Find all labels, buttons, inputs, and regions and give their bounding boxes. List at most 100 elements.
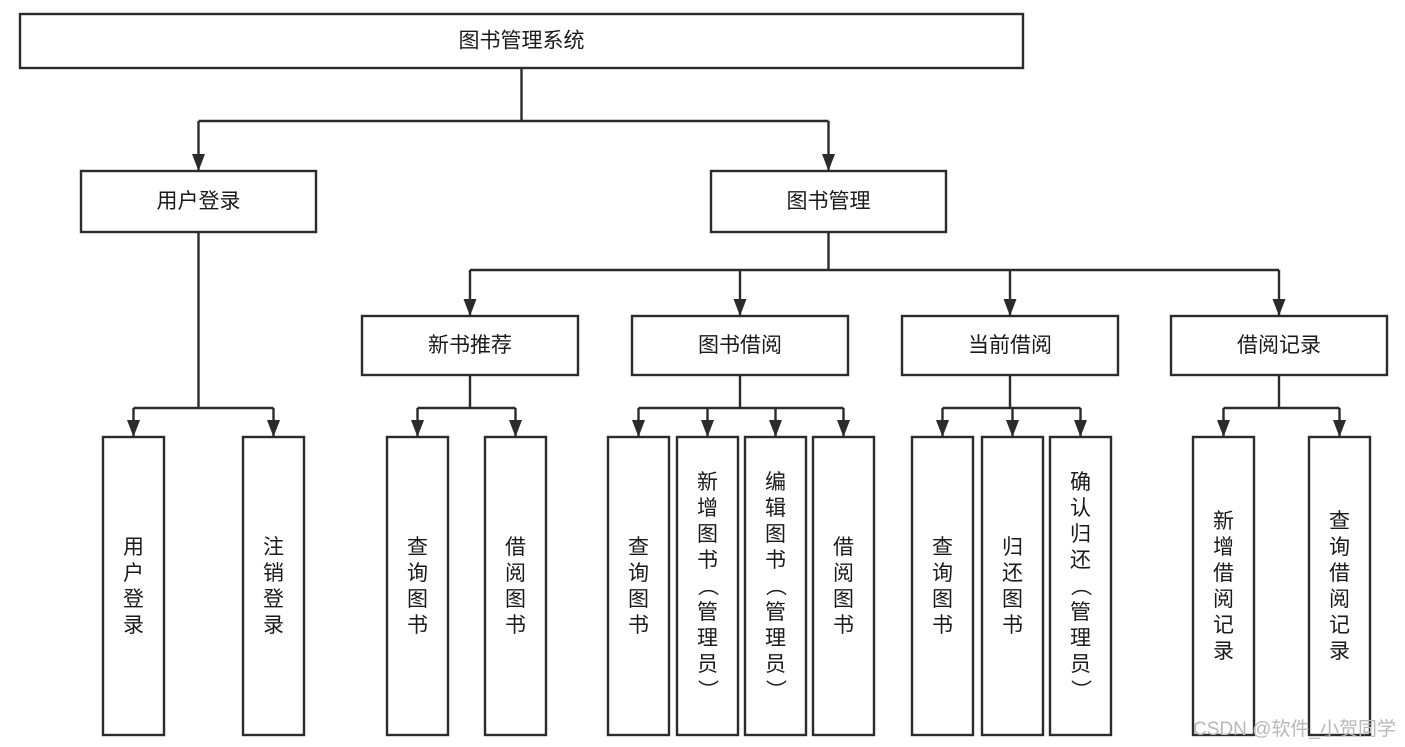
node-label-char-leaf-confirm-return-admin-1: 认 xyxy=(1070,497,1091,520)
connector-group-new-book-recommend xyxy=(411,375,522,437)
node-box-book-management[interactable] xyxy=(709,169,948,234)
node-label-char-leaf-confirm-return-admin-7: 员 xyxy=(1070,653,1091,676)
node-label-char-leaf-confirm-return-admin-5: 管 xyxy=(1070,601,1091,624)
node-box-leaf-query-book-borrow[interactable] xyxy=(606,435,671,737)
node-label-char-leaf-confirm-return-admin-4: （ xyxy=(1069,575,1092,596)
arrow-head-edge-user-login-to-leaf-logout-login xyxy=(267,420,280,437)
connector-group-root xyxy=(192,68,835,171)
node-box-book-borrow[interactable] xyxy=(630,314,850,377)
arrow-head-edge-root-to-user-login xyxy=(192,154,205,171)
arrow-head-edge-book-management-to-borrow-record xyxy=(1272,299,1286,316)
arrow-head-edge-root-to-book-management xyxy=(822,154,835,171)
node-box-leaf-logout-login[interactable] xyxy=(241,435,306,737)
node-label-char-leaf-user-login-1: 户 xyxy=(123,562,144,585)
node-box-root[interactable] xyxy=(18,12,1025,70)
node-box-leaf-confirm-return-admin[interactable] xyxy=(1048,435,1113,737)
node-label-char-leaf-borrow-book-2: 图 xyxy=(833,588,854,611)
node-label-char-leaf-confirm-return-admin-3: 还 xyxy=(1070,549,1091,572)
node-label-user-login: 用户登录 xyxy=(157,190,241,213)
node-box-leaf-user-login[interactable] xyxy=(101,435,166,737)
node-label-char-leaf-query-borrow-record-5: 录 xyxy=(1329,640,1350,663)
node-label-char-leaf-borrow-book-recommend-2: 图 xyxy=(505,588,526,611)
node-book-borrow[interactable]: 图书借阅 xyxy=(630,314,850,377)
node-box-leaf-add-book-admin[interactable] xyxy=(675,435,740,737)
node-label-char-leaf-add-book-admin-6: 理 xyxy=(697,627,718,650)
node-label-char-leaf-logout-login-3: 录 xyxy=(263,614,284,637)
node-box-current-borrow[interactable] xyxy=(900,314,1120,377)
node-current-borrow[interactable]: 当前借阅 xyxy=(900,314,1120,377)
node-root[interactable]: 图书管理系统 xyxy=(18,12,1025,70)
node-box-leaf-return-book[interactable] xyxy=(980,435,1045,737)
node-label-char-leaf-add-borrow-record-5: 录 xyxy=(1213,640,1234,663)
node-box-leaf-query-book-recommend[interactable] xyxy=(385,435,450,737)
node-box-leaf-query-borrow-record[interactable] xyxy=(1307,435,1372,737)
node-label-char-leaf-confirm-return-admin-0: 确 xyxy=(1070,471,1091,494)
node-label-char-leaf-add-borrow-record-1: 增 xyxy=(1213,536,1234,559)
node-label-char-leaf-add-borrow-record-4: 记 xyxy=(1213,614,1234,637)
node-box-leaf-borrow-book-recommend[interactable] xyxy=(483,435,548,737)
node-label-char-leaf-edit-book-admin-8: ） xyxy=(764,679,787,700)
node-label-char-leaf-borrow-book-recommend-1: 阅 xyxy=(505,562,526,585)
node-label-char-leaf-borrow-book-recommend-3: 书 xyxy=(505,614,526,637)
node-borrow-record[interactable]: 借阅记录 xyxy=(1169,314,1389,377)
node-label-char-leaf-add-book-admin-5: 管 xyxy=(697,601,718,624)
node-label-char-leaf-borrow-book-0: 借 xyxy=(833,536,854,559)
arrow-head-edge-borrow-record-to-leaf-add-borrow-record xyxy=(1217,420,1230,437)
node-box-leaf-add-borrow-record[interactable] xyxy=(1191,435,1256,737)
node-label-char-leaf-edit-book-admin-6: 理 xyxy=(765,627,786,650)
node-box-borrow-record[interactable] xyxy=(1169,314,1389,377)
node-user-login[interactable]: 用户登录 xyxy=(79,169,318,234)
arrow-head-edge-book-borrow-to-leaf-borrow-book xyxy=(837,420,850,437)
node-label-char-leaf-query-borrow-record-2: 借 xyxy=(1329,562,1350,585)
node-layer: 图书管理系统用户登录图书管理新书推荐图书借阅当前借阅借阅记录用户登录注销登录查询… xyxy=(18,12,1389,737)
node-label-char-leaf-user-login-2: 登 xyxy=(123,588,144,611)
node-book-management[interactable]: 图书管理 xyxy=(709,169,948,234)
node-box-user-login[interactable] xyxy=(79,169,318,234)
node-label-char-leaf-query-book-current-3: 书 xyxy=(932,614,953,637)
node-box-leaf-query-book-current[interactable] xyxy=(910,435,975,737)
node-label-char-leaf-logout-login-1: 销 xyxy=(263,562,284,585)
connector-group-book-management xyxy=(463,232,1286,316)
node-box-leaf-edit-book-admin[interactable] xyxy=(743,435,808,737)
node-box-leaf-borrow-book[interactable] xyxy=(811,435,876,737)
node-label-char-leaf-confirm-return-admin-6: 理 xyxy=(1070,627,1091,650)
arrow-head-edge-book-borrow-to-leaf-add-book-admin xyxy=(701,420,714,437)
node-label-char-leaf-return-book-3: 书 xyxy=(1002,614,1023,637)
node-label-char-leaf-user-login-0: 用 xyxy=(123,536,144,559)
node-new-book-recommend[interactable]: 新书推荐 xyxy=(360,314,580,377)
node-label-char-leaf-edit-book-admin-5: 管 xyxy=(765,601,786,624)
node-label-char-leaf-edit-book-admin-2: 图 xyxy=(765,523,786,546)
arrow-head-edge-book-borrow-to-leaf-query-book-borrow xyxy=(632,420,645,437)
node-label-char-leaf-query-book-borrow-0: 查 xyxy=(628,536,649,559)
node-label-char-leaf-logout-login-0: 注 xyxy=(263,536,284,559)
node-label-char-leaf-edit-book-admin-1: 辑 xyxy=(765,497,786,520)
node-label-char-leaf-query-book-recommend-3: 书 xyxy=(407,614,428,637)
node-label-char-leaf-edit-book-admin-7: 员 xyxy=(765,653,786,676)
node-leaf-user-login[interactable]: 用户登录 xyxy=(101,435,166,737)
connector-group-current-borrow xyxy=(936,375,1087,437)
node-label-char-leaf-return-book-2: 图 xyxy=(1002,588,1023,611)
node-label-char-leaf-query-book-borrow-3: 书 xyxy=(628,614,649,637)
node-label-char-leaf-query-book-recommend-0: 查 xyxy=(407,536,428,559)
node-label-new-book-recommend: 新书推荐 xyxy=(428,334,512,357)
node-label-char-leaf-query-book-current-0: 查 xyxy=(932,536,953,559)
node-box-new-book-recommend[interactable] xyxy=(360,314,580,377)
node-label-char-leaf-return-book-1: 还 xyxy=(1002,562,1023,585)
node-label-char-leaf-query-book-current-2: 图 xyxy=(932,588,953,611)
arrow-head-edge-book-management-to-book-borrow xyxy=(733,299,747,316)
arrow-head-edge-book-management-to-new-book-recommend xyxy=(463,299,477,316)
connector-group-book-borrow xyxy=(632,375,850,437)
